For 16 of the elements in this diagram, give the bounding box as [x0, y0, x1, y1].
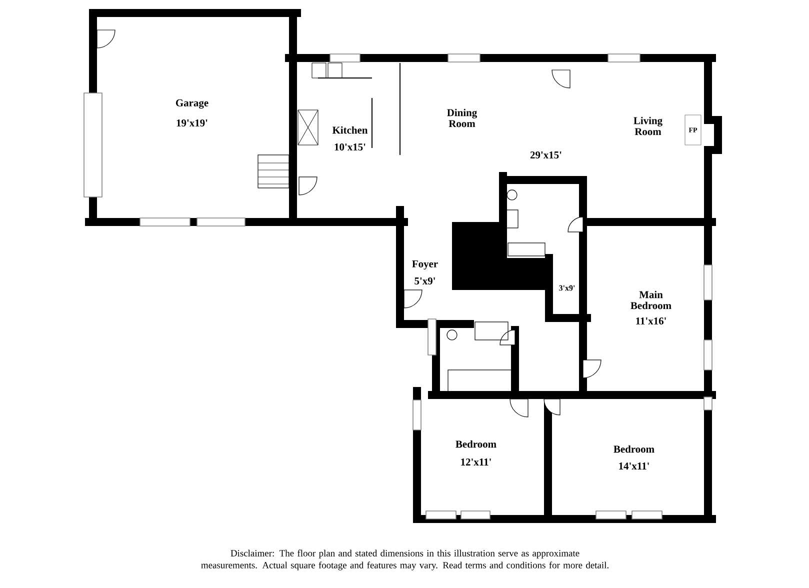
room-name: Garage	[176, 99, 208, 109]
room-dimensions: 29'x15'	[530, 151, 562, 158]
room-name: Bedroom	[614, 445, 654, 453]
room-dimensions: 10'x15'	[334, 143, 366, 151]
room-dimensions: 14'x11'	[619, 462, 649, 470]
room-name: Bedroom	[456, 440, 496, 448]
room-name: Kitchen	[332, 126, 368, 134]
room-name: Main Bedroom	[630, 290, 672, 310]
room-dimensions: 5'x9'	[414, 277, 435, 284]
disclaimer-caption: Disclaimer: The floor plan and stated dimensions in this illustration serve as approximate measurements. Actual square footage and features may vary. Read terms and conditions for more detail.	[201, 550, 608, 570]
room-name: Living Room	[634, 116, 662, 136]
room-dimensions: 12'x11'	[461, 458, 491, 466]
room-name: Dining Room	[447, 108, 478, 128]
room-dimensions: 11'x16'	[636, 317, 666, 324]
room-dimensions: 19'x19'	[176, 119, 208, 126]
room-name: Foyer	[412, 260, 438, 270]
